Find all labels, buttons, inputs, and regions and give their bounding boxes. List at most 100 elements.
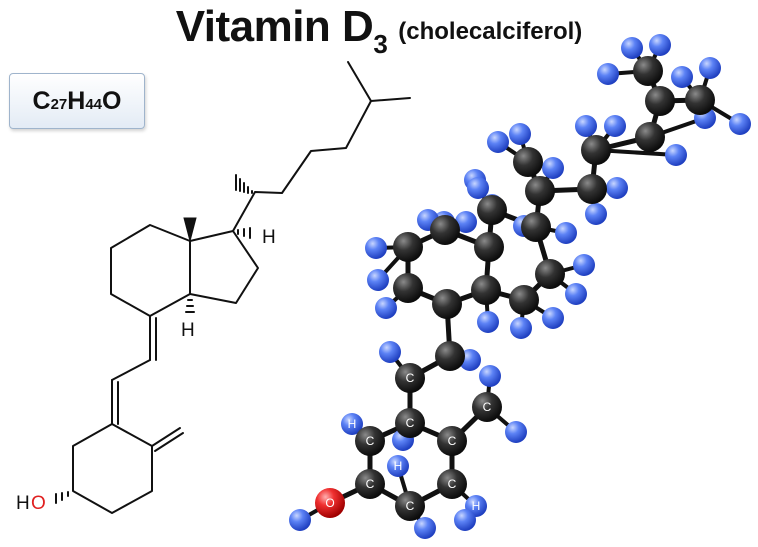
carbon-atom — [393, 232, 423, 262]
carbon-atom-label: C — [448, 477, 457, 491]
hydrogen-atom — [367, 269, 389, 291]
hydrogen-atom — [575, 115, 597, 137]
hydrogen-atom — [510, 317, 532, 339]
oxygen-atom-label: O — [325, 496, 334, 510]
carbon-atom — [430, 215, 460, 245]
formula-carbon: C — [32, 86, 51, 115]
carbon-atom — [581, 135, 611, 165]
carbon-atom-label: C — [448, 434, 457, 448]
page-title: Vitamin D3 (cholecalciferol) — [0, 2, 758, 59]
carbon-atom — [509, 285, 539, 315]
carbon-atom — [535, 259, 565, 289]
title-chemical-name: (cholecalciferol) — [398, 18, 583, 45]
hydrogen-atom — [606, 177, 628, 199]
carbon-atom-label: C — [406, 416, 415, 430]
hydrogen-atom-label: H — [394, 459, 403, 473]
hashed-oh-bond — [55, 491, 69, 504]
hydrogen-atom — [542, 307, 564, 329]
carbon-atom — [355, 426, 385, 456]
hydrogen-atom — [729, 113, 751, 135]
hydrogen-atom — [365, 237, 387, 259]
hydrogen-atom — [585, 203, 607, 225]
label-hydroxyl-h: H — [16, 493, 30, 514]
carbon-atom — [477, 195, 507, 225]
hydrogen-atom — [387, 455, 409, 477]
carbon-atom-label: C — [366, 477, 375, 491]
hashed-h-bond-top — [237, 227, 251, 239]
carbon-atom — [393, 273, 423, 303]
hashed-methyl-bond — [235, 174, 253, 194]
hydrogen-atom — [542, 157, 564, 179]
hydrogen-atom — [375, 297, 397, 319]
carbon-atom — [513, 147, 543, 177]
carbon-atom — [435, 341, 465, 371]
carbon-atom — [525, 176, 555, 206]
carbon-atom-label: C — [366, 434, 375, 448]
wedge-methyl-bond — [183, 217, 197, 243]
formula-hydrogen: H — [67, 86, 86, 115]
hydrogen-atom — [671, 66, 693, 88]
carbon-atom-label: C — [483, 400, 492, 414]
hydrogen-atom — [699, 57, 721, 79]
six-membered-ring-upper — [110, 224, 191, 317]
carbon-atom — [395, 408, 425, 438]
label-h-top: H — [262, 227, 276, 248]
carbon-atom — [474, 232, 504, 262]
hydrogen-atom — [565, 283, 587, 305]
hydrogen-atom — [467, 177, 489, 199]
carbon-atom-label: C — [406, 499, 415, 513]
formula-oxygen: O — [102, 86, 122, 115]
hydrogen-atom — [289, 509, 311, 531]
carbon-atom — [437, 426, 467, 456]
carbon-atom — [635, 122, 665, 152]
carbon-atom — [521, 212, 551, 242]
label-hydroxyl-o: O — [31, 493, 46, 514]
hydrogen-atom — [665, 144, 687, 166]
formula-carbon-count: 27 — [50, 95, 68, 113]
carbon-atom — [577, 174, 607, 204]
hydrogen-atom — [341, 413, 363, 435]
label-h-bottom: H — [181, 320, 195, 341]
hashed-h-bond-bottom — [185, 299, 195, 313]
hydrogen-atom-label: H — [348, 417, 357, 431]
side-chain-branch — [347, 61, 372, 102]
hydrogen-atom — [477, 311, 499, 333]
carbon-atom — [395, 491, 425, 521]
carbon-atom — [471, 275, 501, 305]
conjugated-single-bond — [111, 359, 151, 381]
carbon-atom — [472, 392, 502, 422]
methylene-double-bond — [151, 427, 181, 447]
hydrogen-atom — [509, 123, 531, 145]
five-membered-ring — [189, 230, 259, 304]
hydrogen-atom — [487, 131, 509, 153]
hydrogen-atom — [454, 509, 476, 531]
hydrogen-atom — [479, 365, 501, 387]
title-main: Vitamin D — [175, 2, 374, 51]
hydrogen-atom-label: H — [472, 499, 481, 513]
hydrogen-atom — [649, 34, 671, 56]
carbon-atom — [395, 363, 425, 393]
oxygen-atom — [315, 488, 345, 518]
formula-hydrogen-count: 44 — [85, 95, 103, 113]
carbon-atom — [633, 56, 663, 86]
carbon-atom — [432, 289, 462, 319]
hydrogen-atom — [597, 63, 619, 85]
carbon-atom — [685, 85, 715, 115]
hydrogen-atom — [414, 517, 436, 539]
carbon-atom-label: C — [406, 371, 415, 385]
hydrogen-atom — [604, 115, 626, 137]
carbon-atom — [355, 469, 385, 499]
title-subscript: 3 — [373, 29, 388, 59]
hydrogen-atom — [573, 254, 595, 276]
hydrogen-atom — [555, 222, 577, 244]
hydrogen-atom — [379, 341, 401, 363]
hydrogen-atom — [505, 421, 527, 443]
carbon-atom — [437, 469, 467, 499]
hydrogen-atom — [621, 37, 643, 59]
hydrogen-atom — [455, 211, 477, 233]
carbon-atom — [645, 86, 675, 116]
